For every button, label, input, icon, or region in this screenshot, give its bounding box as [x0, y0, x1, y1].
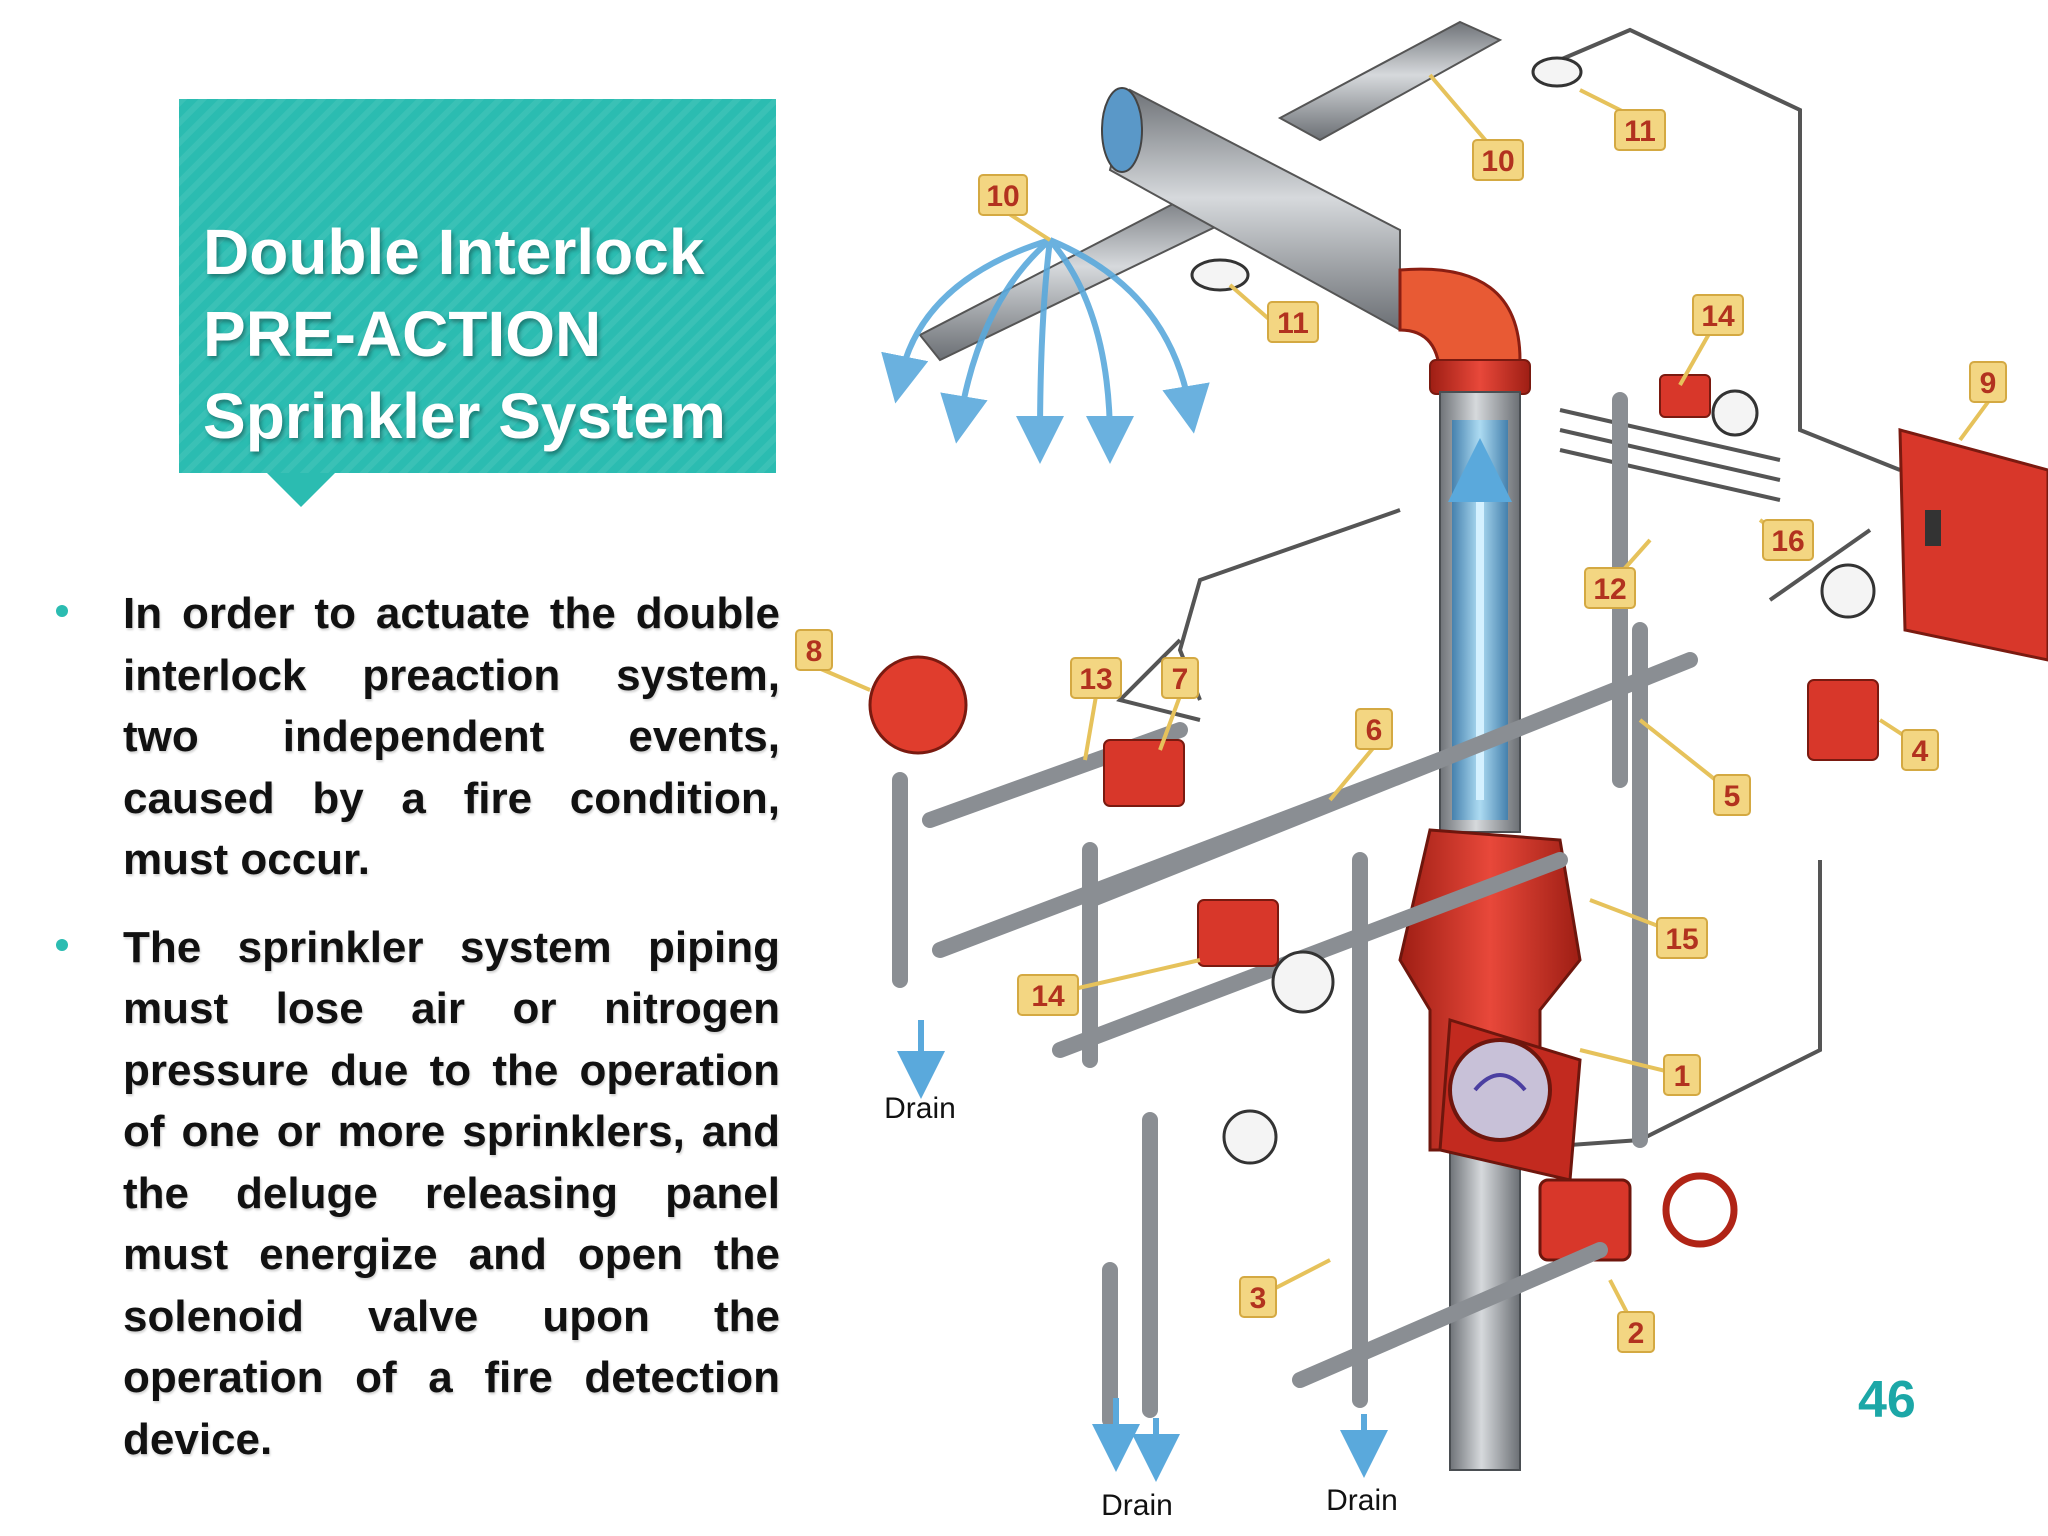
title-line-1: Double Interlock — [203, 216, 705, 288]
callout-4: 4 — [1901, 729, 1939, 771]
svg-text:11: 11 — [1277, 307, 1309, 340]
drain-label: Drain — [1326, 1484, 1398, 1517]
svg-text:16: 16 — [1771, 525, 1804, 558]
callout-8: 8 — [795, 629, 833, 671]
title-box: Double Interlock PRE-ACTION Sprinkler Sy… — [179, 99, 776, 507]
callout-13: 13 — [1070, 657, 1122, 699]
slide-number: 46 — [1858, 1371, 1916, 1429]
svg-text:8: 8 — [806, 635, 823, 668]
callout-3: 3 — [1239, 1276, 1277, 1318]
svg-text:14: 14 — [1701, 300, 1735, 333]
svg-text:13: 13 — [1079, 663, 1112, 696]
drain-label: Drain — [1101, 1489, 1173, 1522]
svg-text:10: 10 — [986, 180, 1019, 213]
overhead-branch-pipes — [918, 20, 1503, 362]
alarm-devices — [868, 374, 2048, 967]
callout-9: 9 — [1969, 361, 2007, 403]
svg-text:7: 7 — [1172, 663, 1189, 696]
svg-text:15: 15 — [1665, 923, 1698, 956]
svg-text:2: 2 — [1628, 1317, 1645, 1350]
callout-5: 5 — [1713, 774, 1751, 816]
callout-11-left: 11 — [1267, 301, 1319, 343]
callout-14-top: 14 — [1692, 294, 1744, 336]
svg-text:6: 6 — [1366, 714, 1383, 747]
bullet-item: In order to actuate the double interlock… — [56, 583, 780, 891]
callout-14-left: 14 — [1017, 974, 1079, 1016]
callout-7: 7 — [1161, 657, 1199, 699]
svg-text:9: 9 — [1980, 367, 1997, 400]
callout-10-right: 10 — [1472, 139, 1524, 181]
callout-11-right: 11 — [1614, 109, 1666, 151]
drain-arrows — [897, 1020, 1388, 1482]
bullet-item: The sprinkler system piping must lose ai… — [56, 917, 780, 1471]
svg-text:10: 10 — [1481, 145, 1514, 178]
title-line-2: PRE-ACTION — [203, 298, 602, 370]
callout-16: 16 — [1762, 519, 1814, 561]
svg-text:1: 1 — [1674, 1060, 1691, 1093]
callout-2: 2 — [1617, 1311, 1655, 1353]
callout-15: 15 — [1656, 917, 1708, 959]
pressure-gauges — [1190, 56, 1876, 1165]
bullet-dot-icon — [56, 938, 68, 951]
callout-1: 1 — [1663, 1054, 1701, 1096]
sprinkler-spray — [881, 237, 1210, 464]
title-line-3: Sprinkler System — [203, 380, 726, 452]
bullet-dot-icon — [56, 605, 68, 617]
svg-text:11: 11 — [1624, 115, 1656, 148]
riser-elbow — [1398, 267, 1531, 395]
callout-12: 12 — [1584, 567, 1636, 609]
svg-text:4: 4 — [1912, 735, 1929, 768]
svg-text:3: 3 — [1250, 1282, 1267, 1315]
svg-text:14: 14 — [1031, 980, 1065, 1013]
svg-text:12: 12 — [1593, 573, 1626, 606]
bullet-text: The sprinkler system piping must lose ai… — [123, 922, 780, 1464]
svg-text:5: 5 — [1724, 780, 1741, 813]
drain-label: Drain — [884, 1092, 956, 1125]
callout-6: 6 — [1355, 708, 1393, 750]
bullet-list: In order to actuate the double interlock… — [56, 583, 780, 1496]
bullet-text: In order to actuate the double interlock… — [123, 589, 780, 884]
callout-10-top: 10 — [978, 174, 1028, 216]
